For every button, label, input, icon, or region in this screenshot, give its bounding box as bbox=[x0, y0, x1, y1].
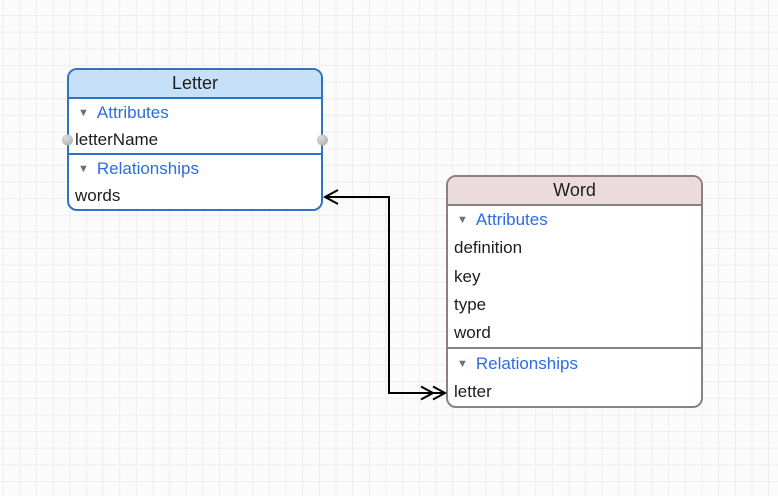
attribute-row-word[interactable]: word bbox=[454, 323, 491, 343]
entity-letter[interactable]: Letter ▼ Attributes letterName ▼ Relatio… bbox=[62, 68, 328, 211]
relationship-line-path[interactable] bbox=[325, 196, 445, 394]
relationship-row-letter[interactable]: letter bbox=[454, 381, 492, 401]
letter-attributes-section-header[interactable]: ▼ Attributes bbox=[69, 99, 321, 126]
attribute-row-letterName[interactable]: letterName bbox=[75, 129, 159, 149]
entity-word-title[interactable]: Word bbox=[448, 177, 701, 206]
section-label-text: Attributes bbox=[475, 210, 548, 230]
disclosure-triangle-icon[interactable]: ▼ bbox=[457, 214, 468, 227]
letter-relationships-section-header[interactable]: ▼ Relationships bbox=[69, 153, 321, 182]
attribute-row-key[interactable]: key bbox=[454, 266, 481, 286]
disclosure-triangle-icon[interactable]: ▼ bbox=[78, 106, 89, 119]
relationship-row-words[interactable]: words bbox=[75, 185, 121, 205]
section-label-text: Attributes bbox=[96, 102, 169, 122]
section-label-text: Relationships bbox=[96, 158, 199, 178]
section-label-text: Relationships bbox=[475, 353, 578, 373]
double-arrowhead-icon bbox=[420, 385, 436, 401]
double-arrowhead-icon bbox=[432, 385, 448, 401]
entity-word[interactable]: Word ▼ Attributes definition key type wo… bbox=[446, 175, 703, 408]
resize-handle-right[interactable] bbox=[317, 134, 328, 145]
disclosure-triangle-icon[interactable]: ▼ bbox=[78, 162, 89, 175]
attribute-row-definition[interactable]: definition bbox=[454, 238, 523, 258]
word-attributes-section-header[interactable]: ▼ Attributes bbox=[448, 206, 701, 234]
disclosure-triangle-icon[interactable]: ▼ bbox=[457, 357, 468, 370]
resize-handle-left[interactable] bbox=[62, 134, 73, 145]
single-arrowhead-icon bbox=[322, 189, 339, 205]
entity-letter-title[interactable]: Letter bbox=[69, 70, 321, 99]
attribute-row-type[interactable]: type bbox=[454, 294, 487, 314]
word-relationships-section-header[interactable]: ▼ Relationships bbox=[448, 347, 701, 377]
